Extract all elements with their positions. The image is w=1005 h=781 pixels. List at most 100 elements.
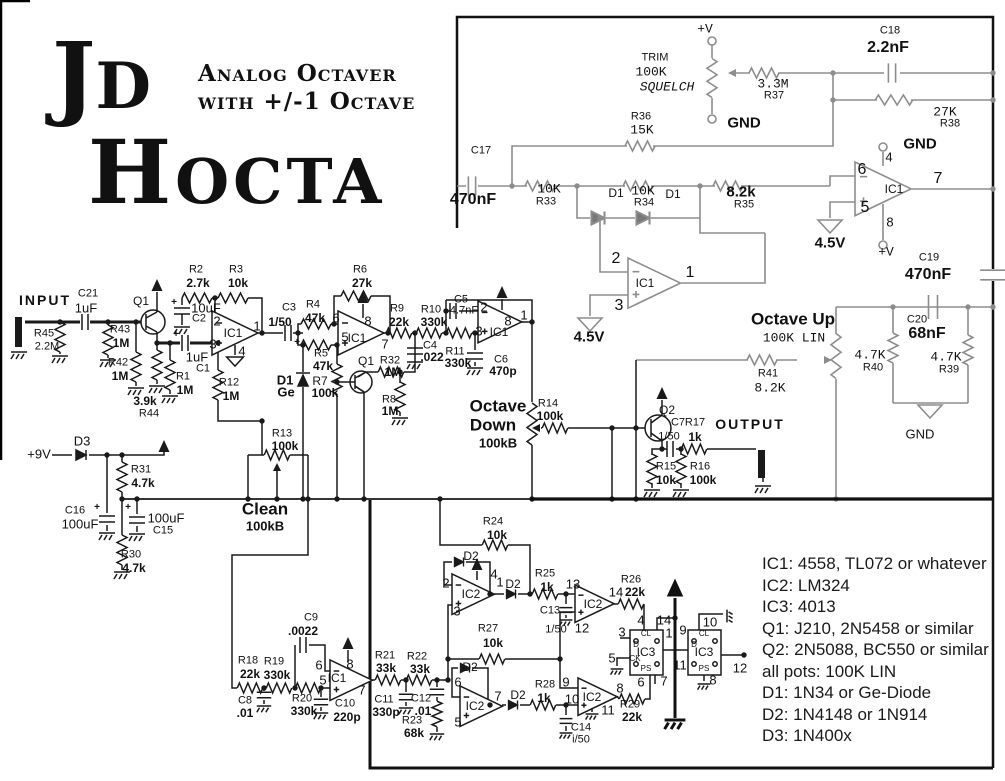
label-r4-val: 47k [304,311,326,325]
label-q2: Q2 [658,403,676,417]
label-r7-val: 100k [311,386,339,400]
label-octave-up-val: 100K LIN [762,330,826,346]
label-a8-p7: 7 [494,688,502,704]
cap-C7 [666,440,674,458]
label-a3-p8: 8 [504,313,512,329]
label-octave-down-1: Octave [469,396,527,416]
label-ic3a-p3: 3 [618,624,626,640]
label-r25-val: 1k [540,580,554,594]
label-c16: C16 [64,504,86,517]
label-clean-1: Clean [241,499,289,519]
label-c13-val: 1/50 [545,623,567,636]
octave-up-pot [829,332,843,380]
label-a6-name: IC2 [461,587,481,601]
label-r32: R32 [379,354,401,367]
octave-up-wiper-arrow [824,356,832,364]
label-r35: R35 [733,198,755,211]
label-c21-val: 1uF [74,300,98,316]
label-r40-val: 4.7K [854,347,886,363]
cap-C12 [429,688,445,696]
label-a9-name: IC2 [582,690,602,704]
cap-C16 [98,515,116,523]
clean-wiper-arrow [273,463,281,471]
main-circuit-wires [10,278,772,580]
label-r32-val: 1M [384,365,402,379]
label-r14: R14 [537,397,559,410]
note-line: D3: 1N400x [762,726,852,745]
label-gnd-div: GND [905,426,935,442]
label-a10-p6: 6 [315,657,323,673]
label-output: OUTPUT [715,416,785,432]
resistor-R44 [151,349,163,381]
label-a10-p7: 7 [358,682,366,698]
label-a3-p1: 1 [520,307,528,323]
label-a5-p3: 3 [614,297,624,314]
note-line: IC2: LM324 [762,575,850,595]
resistor-R21 [374,674,402,686]
label-d2a: D2 [463,549,479,563]
tracker-circuit-wires [231,499,748,741]
label-ic3a-p14: 14 [656,612,672,628]
label-r36: R36 [630,110,652,123]
label-r22: R22 [406,650,428,663]
label-r30: R30 [120,548,142,561]
note-line: IC3: 4013 [762,597,836,616]
label-r39-val: 4.7K [930,349,962,365]
label-r2: R2 [188,263,204,276]
label-ic3a-p4: 4 [637,612,645,628]
label-r30-val: 4.7k [122,561,146,575]
label-r1: R1 [175,370,191,383]
label-a1-name: IC1 [223,326,243,340]
label-c3: C3 [281,301,297,314]
label-r11: R11 [445,345,465,358]
label-r12-val: 1M [222,389,240,403]
label-d1a: D1 [608,186,624,200]
label-r18-val: 22k [239,667,261,681]
label-ic3b-p9: 9 [679,622,687,638]
label-c16-val: 100uF [61,516,99,532]
label-d1c-val: Ge [277,384,295,400]
label-r40: R40 [862,361,884,374]
label-r8-val: 1M [381,404,399,418]
label-r15: R15 [655,460,677,473]
resistor-R11 [445,327,473,339]
label-r27: R27 [477,622,499,635]
label-a4-p7: 7 [933,170,943,187]
label-c2-val: 10uF [191,300,221,316]
label-d2c: D2 [462,660,478,674]
label-squelch: SQUELCH [639,79,695,95]
label-r3-val: 10k [227,276,249,290]
label-r26-val: 22k [624,585,646,599]
label-a3-p2: 2 [480,299,488,315]
resistor-R27 [478,653,506,665]
resistor-R10 [415,327,443,339]
label-r35-val: 8.2k [726,183,756,201]
label-r10-val: 330k [420,315,448,329]
label-ic3a-p1: 1 [665,625,673,641]
label-r26: R26 [620,573,642,586]
label-a6-p1: 1 [496,574,504,590]
label-c11-val: 330p [372,705,400,719]
label-r9-val: 22k [388,315,410,329]
label-ic3b-d: D [691,640,697,649]
resistor-R20 [294,682,322,694]
label-a4-name: IC1 [884,182,904,196]
label-c19-val: 470nF [904,266,952,283]
label-r31-val: 4.7k [131,476,155,490]
label-a1-p4: 4 [238,343,246,359]
label-c1: C1 [195,362,211,375]
label-a5-p1: 1 [685,264,695,281]
label-c7: C7 [670,416,686,429]
supply-arrow-line [662,579,688,732]
diode-D3 [75,449,87,461]
input-jack [15,317,22,347]
label-ic3a-cl: CL [640,629,652,638]
label-r45: R45 [33,327,55,340]
upper-box-border [455,15,995,768]
label-a1-p3: 3 [209,336,217,352]
label-r16: R16 [689,460,711,473]
label-r23: R23 [401,714,423,727]
label-r28-val: 1k [537,691,551,705]
label-r37: R37 [763,89,785,102]
